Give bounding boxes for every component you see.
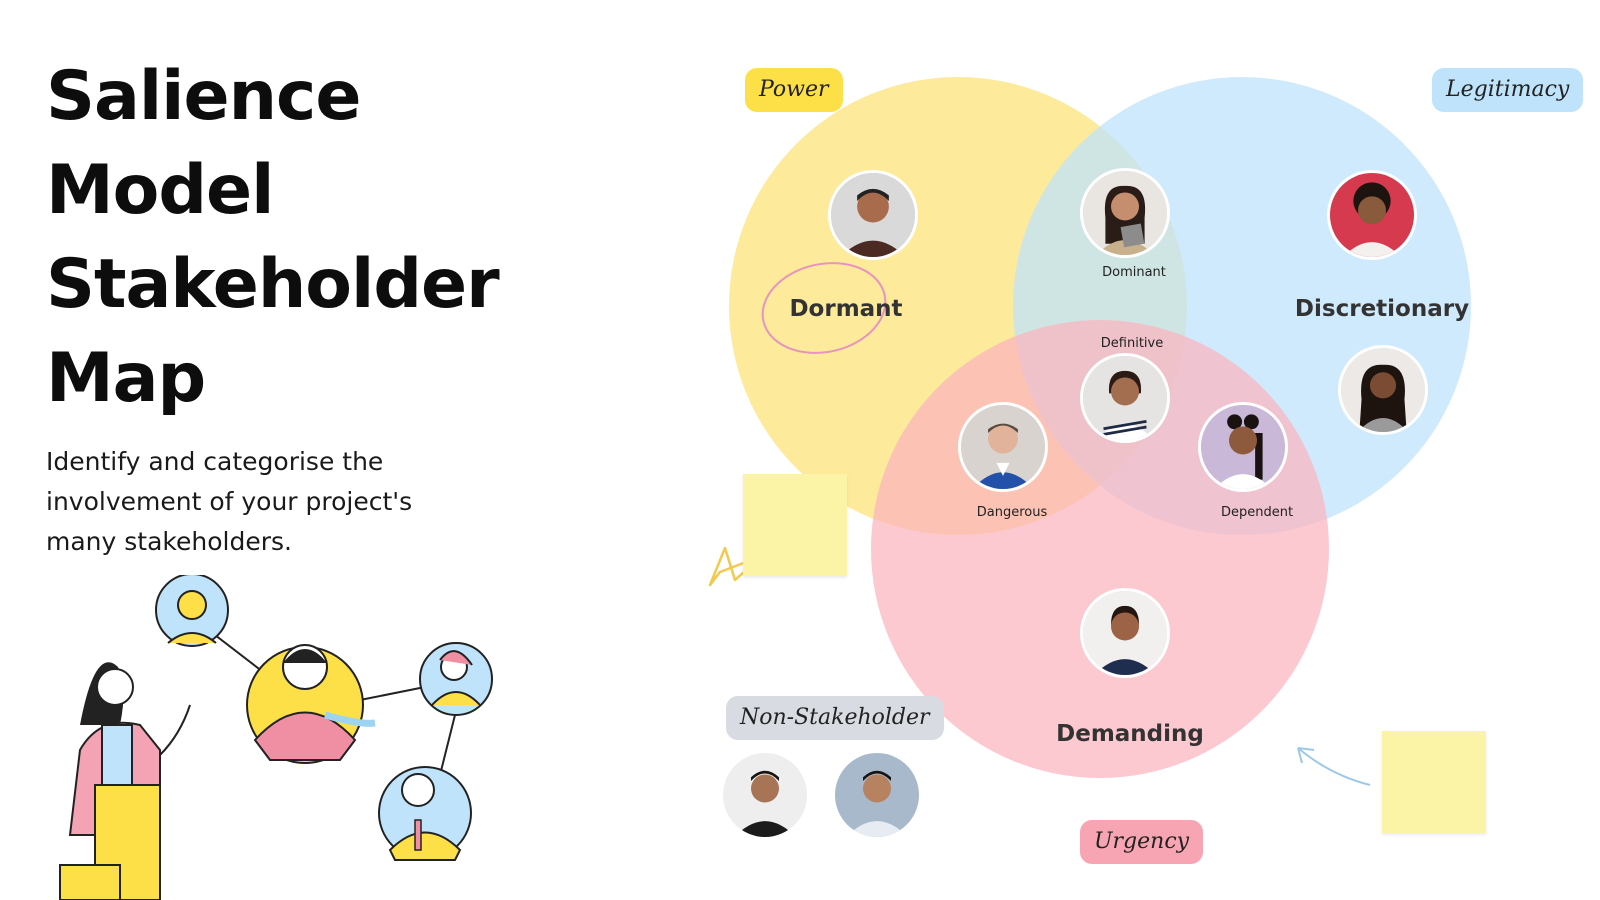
avatar-dormant-person	[828, 170, 918, 260]
title-line-3: Stakeholder	[46, 245, 500, 324]
avatar-non-stakeholder-1	[720, 750, 810, 840]
person-avatar-icon	[1330, 173, 1414, 257]
standing-woman	[59, 662, 191, 900]
avatar-discretionary-person-2	[1338, 345, 1428, 435]
person-avatar-icon	[723, 753, 807, 837]
sticky-note-left	[743, 474, 847, 576]
person-avatar-icon	[831, 173, 915, 257]
page-subtitle: Identify and categorise the involvement …	[46, 447, 413, 556]
dominant-label: Dominant	[1102, 265, 1166, 280]
person-avatar-icon	[961, 405, 1045, 489]
power-tag: Power	[745, 68, 843, 112]
urgency-tag: Urgency	[1080, 820, 1204, 864]
person-avatar-icon	[1083, 356, 1167, 440]
dangerous-label: Dangerous	[976, 505, 1048, 520]
avatar-discretionary-person-1	[1327, 170, 1417, 260]
avatar-non-stakeholder-2	[832, 750, 922, 840]
person-avatar-icon	[1083, 171, 1167, 255]
person-circle-1	[155, 575, 229, 647]
title-line-2: Model	[46, 151, 275, 230]
person-circle-2	[246, 644, 376, 764]
avatar-definitive-person	[1080, 353, 1170, 443]
avatar-demanding-person	[1080, 588, 1170, 678]
avatar-dangerous-person	[958, 402, 1048, 492]
arrow-doodle-icon	[1297, 747, 1371, 786]
circle-doodle-icon	[761, 262, 887, 354]
person-circle-4	[378, 766, 472, 861]
dormant-label: Dormant	[789, 296, 903, 322]
title-line-1: Salience	[46, 57, 361, 136]
title-line-4: Map	[46, 339, 206, 418]
non-stakeholder-tag: Non-Stakeholder	[726, 696, 944, 740]
person-avatar-icon	[1201, 405, 1285, 489]
legitimacy-tag: Legitimacy	[1432, 68, 1584, 112]
page-title: Salience Model Stakeholder Map	[46, 50, 566, 426]
dependent-label: Dependent	[1220, 505, 1294, 520]
demanding-label: Demanding	[1056, 721, 1204, 747]
person-circle-3	[419, 642, 493, 716]
person-avatar-icon	[835, 753, 919, 837]
sticky-note-right	[1382, 731, 1486, 833]
definitive-label: Definitive	[1100, 336, 1164, 351]
person-avatar-icon	[1341, 348, 1425, 432]
avatar-dominant-person	[1080, 168, 1170, 258]
discretionary-label: Discretionary	[1294, 296, 1470, 322]
avatar-dependent-person	[1198, 402, 1288, 492]
person-avatar-icon	[1083, 591, 1167, 675]
people-network-illustration	[59, 575, 493, 900]
